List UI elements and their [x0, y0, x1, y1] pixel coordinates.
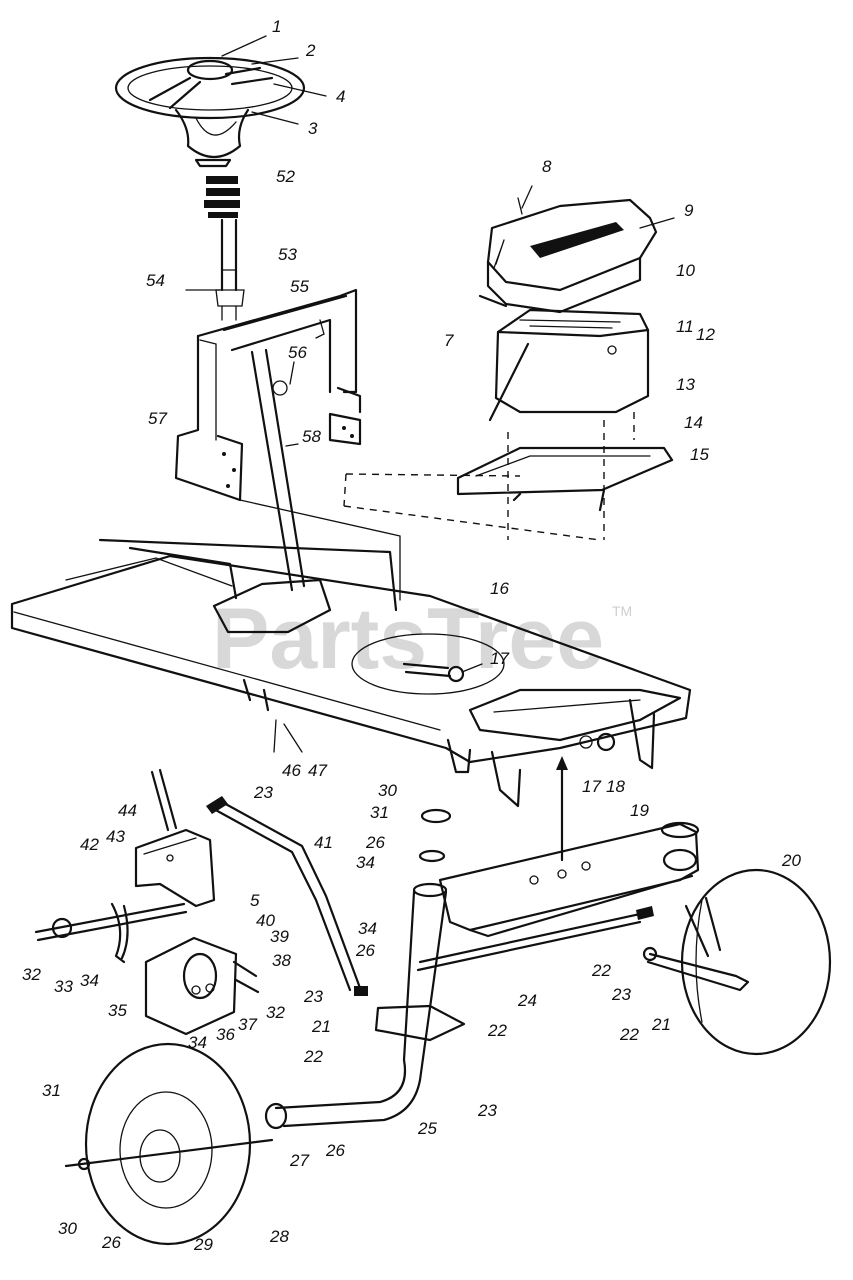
callout-number: 35: [108, 1001, 127, 1020]
callout-number: 18: [606, 777, 625, 796]
callout-number: 46: [282, 761, 301, 780]
callout-number: 41: [314, 833, 333, 852]
steering-spring: [204, 176, 240, 218]
callout-number: 22: [619, 1025, 639, 1044]
callout-number: 4: [336, 87, 345, 106]
callout-number: 39: [270, 927, 289, 946]
callout-number: 21: [311, 1017, 331, 1036]
callout-number: 21: [651, 1015, 671, 1034]
callout-number: 47: [308, 761, 327, 780]
callout-number: 3: [308, 119, 318, 138]
left-front-wheel: [64, 1042, 274, 1246]
callout-number: 13: [676, 375, 695, 394]
callout-number: 32: [22, 965, 41, 984]
callout-number: 16: [490, 579, 509, 598]
callout-number: 8: [542, 157, 552, 176]
callout-number: 11: [676, 317, 694, 336]
callout-number: 24: [517, 991, 537, 1010]
callout-number: 26: [101, 1233, 121, 1252]
callout-number: 57: [148, 409, 167, 428]
callout-number: 56: [288, 343, 307, 362]
tie-rod: [416, 906, 654, 972]
callout-number: 22: [591, 961, 611, 980]
callout-number: 15: [690, 445, 709, 464]
callout-number: 26: [365, 833, 385, 852]
front-axle: [438, 821, 700, 938]
frame: [10, 499, 692, 862]
callout-number: 30: [378, 781, 397, 800]
callout-number: 5: [250, 891, 260, 910]
callout-number: 2: [305, 41, 316, 60]
callout-number: 37: [238, 1015, 257, 1034]
callout-number: 19: [630, 801, 649, 820]
callout-number: 27: [289, 1151, 309, 1170]
callout-number: 20: [781, 851, 801, 870]
watermark-text: PartsTree: [212, 591, 604, 687]
callout-number: 44: [118, 801, 137, 820]
callout-number: 34: [356, 853, 375, 872]
callout-number: 31: [42, 1081, 61, 1100]
callout-number: 12: [696, 325, 715, 344]
callout-number: 32: [266, 1003, 285, 1022]
battery-tray: [343, 412, 674, 541]
callout-number: 34: [188, 1033, 207, 1052]
callout-number: 10: [676, 261, 695, 280]
callout-number: 17: [490, 649, 509, 668]
callout-number: 22: [487, 1021, 507, 1040]
callout-number: 23: [253, 783, 273, 802]
callout-number: 36: [216, 1025, 235, 1044]
callout-number: 43: [106, 827, 125, 846]
callout-number: 28: [269, 1227, 289, 1246]
battery-cover: [486, 197, 658, 314]
callout-number: 14: [684, 413, 703, 432]
callout-number: 54: [146, 271, 165, 290]
callout-number: 29: [193, 1235, 213, 1254]
battery: [478, 294, 650, 422]
callout-number: 31: [370, 803, 389, 822]
steering-shaft: [215, 218, 245, 321]
callout-number: 23: [611, 985, 631, 1004]
callout-number: 25: [417, 1119, 437, 1138]
callout-number: 53: [278, 245, 297, 264]
callout-number: 52: [276, 167, 295, 186]
callout-number: 33: [54, 977, 73, 996]
callout-number: 42: [80, 835, 99, 854]
leader-lines: [185, 35, 675, 753]
callout-number: 34: [358, 919, 377, 938]
callout-number: 30: [58, 1219, 77, 1238]
callout-number: 55: [290, 277, 309, 296]
callout-number: 34: [80, 971, 99, 990]
callout-number: 58: [302, 427, 321, 446]
shift-lever: [250, 348, 306, 592]
callout-number: 26: [325, 1141, 345, 1160]
callout-number: 22: [303, 1047, 323, 1066]
dash-panel: [174, 288, 362, 502]
callout-number: 40: [256, 911, 275, 930]
callout-number: 38: [272, 951, 291, 970]
callout-number: 9: [684, 201, 694, 220]
right-front-wheel: [642, 868, 832, 1056]
callout-number: 17: [582, 777, 601, 796]
watermark-trademark: TM: [612, 603, 632, 619]
callout-number: 23: [477, 1101, 497, 1120]
callout-number: 1: [272, 17, 281, 36]
callout-number: 7: [444, 331, 454, 350]
callout-number: 26: [355, 941, 375, 960]
steering-wheel: [114, 56, 306, 168]
steering-spindle: [264, 808, 466, 1130]
drag-link: [206, 796, 368, 996]
bracket-assembly: [34, 768, 260, 1036]
callout-number: 23: [303, 987, 323, 1006]
